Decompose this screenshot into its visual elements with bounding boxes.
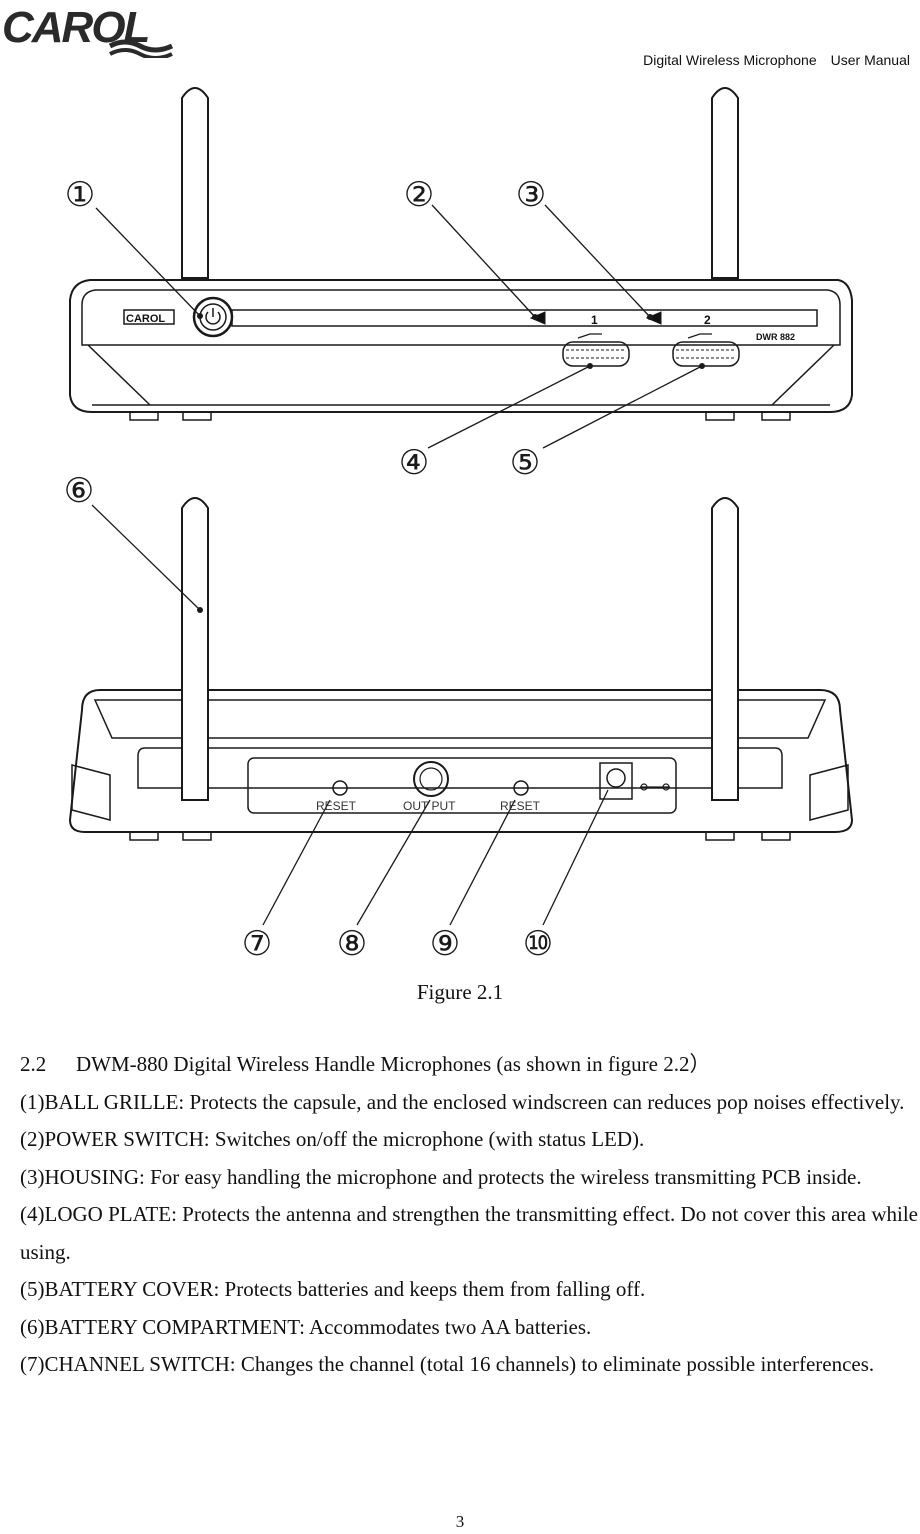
callout-5: ⑤ <box>510 444 540 482</box>
reset-right-hole <box>513 780 529 796</box>
list-item: (4)LOGO PLATE: Protects the antenna and … <box>20 1202 918 1264</box>
led-2 <box>645 311 662 325</box>
section-body: 2.2 DWM-880 Digital Wireless Handle Micro… <box>20 1046 918 1384</box>
output-label: OUT PUT <box>403 799 456 813</box>
power-button <box>192 296 234 338</box>
front-body <box>69 279 853 413</box>
rear-antenna-left <box>181 497 209 801</box>
reset-right-label: RESET <box>500 799 541 813</box>
channel-1-label: 1 <box>591 313 598 327</box>
list-item: (7)CHANNEL SWITCH: Changes the channel (… <box>20 1352 875 1376</box>
rear-body <box>68 689 854 833</box>
list-item: (5)BATTERY COVER: Protects batteries and… <box>20 1277 646 1301</box>
figure-caption: Figure 2.1 <box>416 980 504 1004</box>
front-logo: CAROL <box>126 313 165 325</box>
list-item: (6)BATTERY COMPARTMENT: Accommodates two… <box>20 1314 592 1339</box>
page-number: 3 <box>455 1512 465 1531</box>
list-item: (1)BALL GRILLE: Protects the capsule, an… <box>20 1089 905 1114</box>
section-number: 2.2 <box>20 1052 47 1076</box>
callout-3: ③ <box>516 176 546 214</box>
receiver-diagram: CAROL 1 2 DWR 882 RESET OUT PUT RESET ① … <box>64 87 854 963</box>
list-item: (3)HOUSING: For easy handling the microp… <box>20 1164 862 1189</box>
document-header: Digital Wireless Microphone User Manual <box>629 52 910 68</box>
reset-left-hole <box>332 780 348 796</box>
section-heading: 2.2 DWM-880 Digital Wireless Handle Micro… <box>20 1046 918 1084</box>
reset-left-label: RESET <box>316 799 357 813</box>
section-title: DWM-880 Digital Wireless Handle Micropho… <box>76 1052 711 1076</box>
callout-8: ⑧ <box>337 925 367 963</box>
callout-1: ① <box>65 176 95 214</box>
callout-6: ⑥ <box>64 472 94 510</box>
list-item: (2)POWER SWITCH: Switches on/off the mic… <box>20 1127 645 1151</box>
header-doc-title: Digital Wireless Microphone <box>643 52 817 68</box>
callout-2: ② <box>404 176 434 214</box>
channel-2-label: 2 <box>704 313 711 327</box>
dc-jack <box>599 762 633 800</box>
model-label: DWR 882 <box>756 332 795 342</box>
volume-knob-2 <box>672 341 740 367</box>
output-jack <box>413 761 449 797</box>
rear-antenna-right <box>711 497 739 801</box>
logo-text: CAROL <box>2 3 149 52</box>
callout-10: ⑩ <box>523 925 553 963</box>
front-antenna-right <box>711 87 739 279</box>
front-antenna-left <box>181 87 209 279</box>
carol-logo: CAROL <box>2 3 174 58</box>
callout-9: ⑨ <box>430 925 460 963</box>
callout-7: ⑦ <box>242 925 272 963</box>
callout-4: ④ <box>399 444 429 482</box>
led-1 <box>529 311 546 325</box>
volume-knob-1 <box>562 341 630 367</box>
header-doc-type: User Manual <box>830 52 910 68</box>
